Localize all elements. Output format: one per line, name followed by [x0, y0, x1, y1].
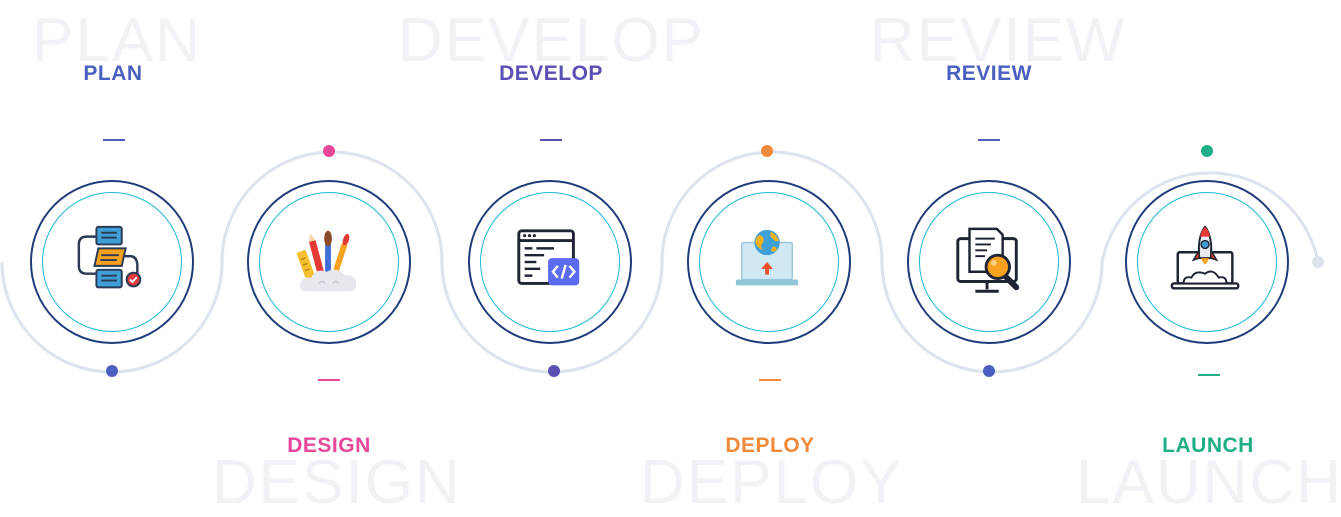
- track-end-dot: [1312, 256, 1324, 268]
- ghost-word-plan: PLAN: [32, 6, 202, 75]
- step-label-develop: DEVELOP: [499, 62, 603, 85]
- ghost-word-review: REVIEW: [870, 6, 1127, 75]
- step-label-plan: PLAN: [83, 62, 143, 85]
- step-label-deploy: DEPLOY: [725, 434, 815, 457]
- track-dot-launch: [1201, 145, 1213, 157]
- dash-plan: [103, 139, 125, 141]
- dash-review: [978, 139, 1000, 141]
- ghost-word-deploy: DEPLOY: [640, 448, 904, 517]
- step-label-design: DESIGN: [287, 434, 371, 457]
- step-node-develop: [468, 180, 632, 344]
- document-magnifier-icon: [956, 227, 1020, 293]
- ghost-word-launch: LAUNCH: [1076, 448, 1341, 517]
- rocket-laptop-icon: [1170, 225, 1240, 290]
- step-node-deploy: [687, 180, 851, 344]
- dash-develop: [540, 139, 562, 141]
- art-supplies-icon: [296, 230, 357, 292]
- flowchart-icon: [77, 225, 142, 289]
- step-node-review: [907, 180, 1071, 344]
- track-dot-plan: [106, 365, 118, 377]
- track-dot-deploy: [761, 145, 773, 157]
- dash-design: [318, 379, 340, 381]
- laptop-globe-upload-icon: [735, 229, 799, 286]
- track-path: [0, 150, 1320, 374]
- step-node-plan: [30, 180, 194, 344]
- dash-launch: [1198, 374, 1220, 376]
- step-label-review: REVIEW: [946, 62, 1032, 85]
- dash-deploy: [759, 379, 781, 381]
- track-dot-develop: [548, 365, 560, 377]
- step-node-design: [247, 180, 411, 344]
- ghost-word-develop: DEVELOP: [398, 6, 705, 75]
- track-dot-design: [323, 145, 335, 157]
- code-window-icon: [517, 229, 580, 286]
- track-dot-review: [983, 365, 995, 377]
- step-node-launch: [1125, 180, 1289, 344]
- step-label-launch: LAUNCH: [1162, 434, 1254, 457]
- ghost-word-design: DESIGN: [212, 448, 462, 517]
